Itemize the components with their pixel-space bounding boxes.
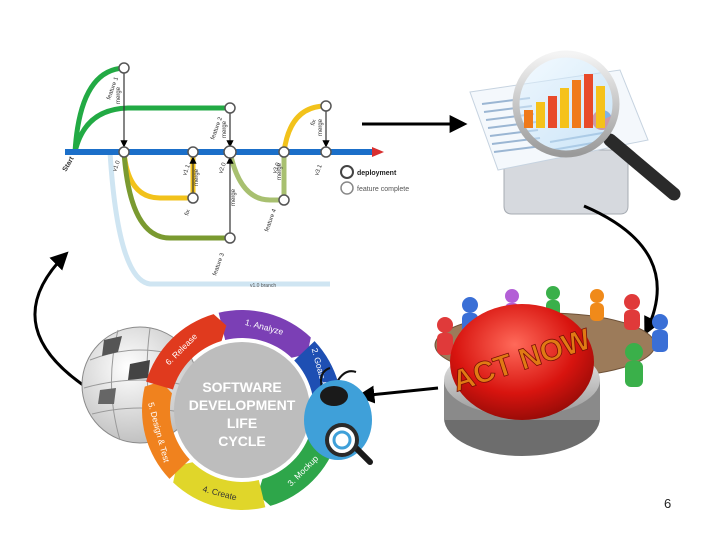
sdlc-title-line-1: SOFTWARE: [202, 379, 281, 395]
magnified-bar-chart: [524, 74, 605, 128]
act-now-button[interactable]: [450, 304, 594, 420]
sdlc-title-line-4: CYCLE: [218, 433, 265, 449]
diagram-legend: deployment feature complete: [340, 165, 409, 195]
legend-deployment-icon: [340, 165, 354, 179]
merge-label-4: merge: [194, 168, 200, 186]
sdlc-stage-segment: [173, 462, 266, 510]
magnifier-handle: [603, 133, 681, 201]
merge-label-2: merge: [222, 120, 228, 138]
version-v3-1: v3.1: [314, 163, 324, 176]
version-v3-0: v3.0: [272, 161, 282, 174]
git-branch-diagram: v1.0 branch trunk: [62, 62, 409, 289]
merge-label-5: merge: [231, 188, 237, 206]
start-label: Start: [62, 155, 76, 173]
feature-2-line: [72, 105, 230, 153]
version-v2-0: v2.0: [218, 161, 228, 174]
fix-line-top: [281, 103, 327, 153]
sdlc-stage-segment: [218, 310, 311, 358]
sdlc-title-line-2: DEVELOPMENT: [189, 397, 296, 413]
diagram-nodes: [118, 62, 332, 244]
version-v1-0: v1.0: [112, 159, 122, 172]
page-number: 6: [664, 496, 672, 511]
legend-feature-complete-label: feature complete: [357, 186, 409, 193]
arrow-wiki-to-diagram: [33, 251, 101, 398]
feature-3-label: feature 3: [212, 252, 226, 277]
trunk-arrowhead: [372, 147, 384, 157]
version-v1-1: v1.1: [182, 163, 192, 176]
merge-label-1: merge: [116, 86, 122, 104]
legend-deployment-label: deployment: [357, 170, 397, 177]
fix-label-bottom: fix: [184, 209, 192, 217]
report-base: [503, 149, 629, 215]
sdlc-stage-segment: [146, 314, 227, 390]
fix-label-top: fix: [310, 119, 318, 127]
merge-label-3: merge: [318, 118, 324, 136]
arrow-report-to-meeting: [583, 204, 661, 336]
trunk-label: trunk: [342, 145, 354, 151]
feature-1-line: [72, 65, 125, 153]
merge-label-6: merge: [277, 162, 283, 180]
feature-4-line: [227, 151, 287, 203]
feature-3-line: [121, 151, 230, 241]
v1-branch-line: [107, 151, 330, 287]
sdlc-center: [174, 342, 310, 478]
bug-magnifier-icon: [304, 367, 373, 465]
arrow-meeting-to-bug: [356, 385, 439, 404]
analytics-report-illustration: [469, 50, 681, 215]
sdlc-title: SOFTWARE DEVELOPMENT LIFE CYCLE: [189, 379, 296, 449]
legend-feature-complete-icon: [340, 181, 354, 195]
v1-branch-label: v1.0 branch: [250, 283, 276, 289]
sdlc-title-line-3: LIFE: [227, 415, 257, 431]
meeting-illustration: ACT NOW: [434, 286, 668, 456]
feature-4-label: feature 4: [264, 208, 278, 233]
sdlc-stage-segment: [142, 381, 190, 479]
